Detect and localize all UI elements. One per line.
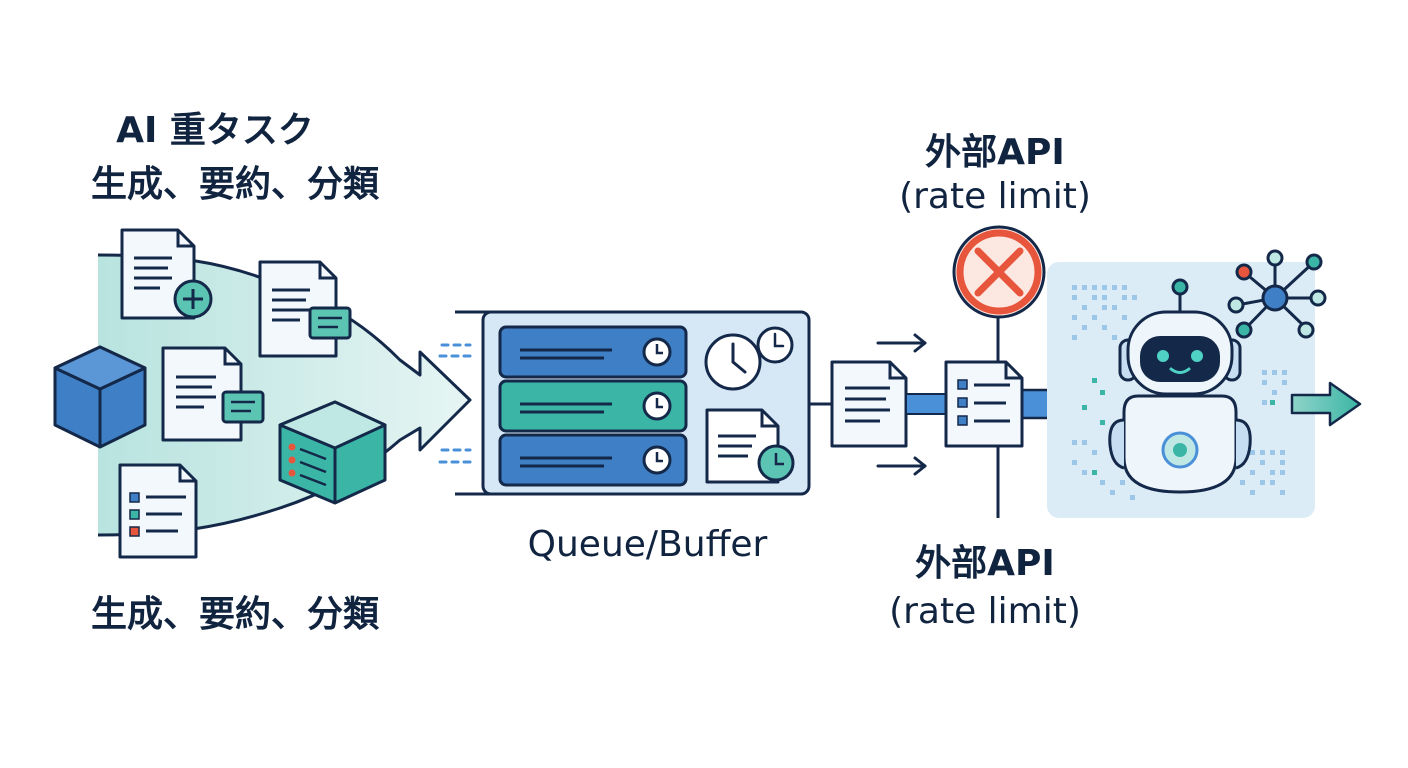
task-flow-funnel — [97, 253, 472, 537]
robot-icon — [1108, 278, 1252, 494]
clock-icon — [704, 333, 762, 391]
document-icon — [830, 360, 908, 448]
queue-label: Queue/Buffer — [527, 524, 768, 565]
document-icon — [944, 360, 1024, 448]
task-title-line2: 生成、要約、分類 — [90, 164, 379, 205]
cube-icon — [53, 345, 147, 449]
document-icon — [161, 346, 265, 442]
document-icon — [705, 408, 795, 484]
task-title-line1: AI 重タスク — [116, 110, 314, 151]
task-bottom-caption: 生成、要約、分類 — [90, 594, 379, 635]
network-icon — [1227, 249, 1327, 339]
clock-icon — [756, 326, 794, 364]
queue-slot — [498, 325, 688, 379]
arrow-icon — [1290, 381, 1362, 427]
cube-icon — [278, 400, 387, 505]
queue-slot — [498, 379, 688, 433]
api-bottom-line1: 外部API — [915, 543, 1055, 584]
pixel-pattern — [1082, 378, 1275, 475]
document-icon — [118, 463, 198, 559]
blocked-icon — [952, 225, 1046, 319]
api-top-line2: (rate limit) — [899, 176, 1091, 217]
document-icon — [258, 260, 352, 358]
add-icon — [173, 279, 213, 319]
queue-slot — [498, 433, 688, 487]
motion-lines — [438, 343, 472, 464]
api-bottom-line2: (rate limit) — [889, 591, 1081, 632]
queue-buffer-panel — [455, 310, 811, 496]
arrow-icon — [876, 333, 927, 476]
api-top-line1: 外部API — [925, 132, 1065, 173]
